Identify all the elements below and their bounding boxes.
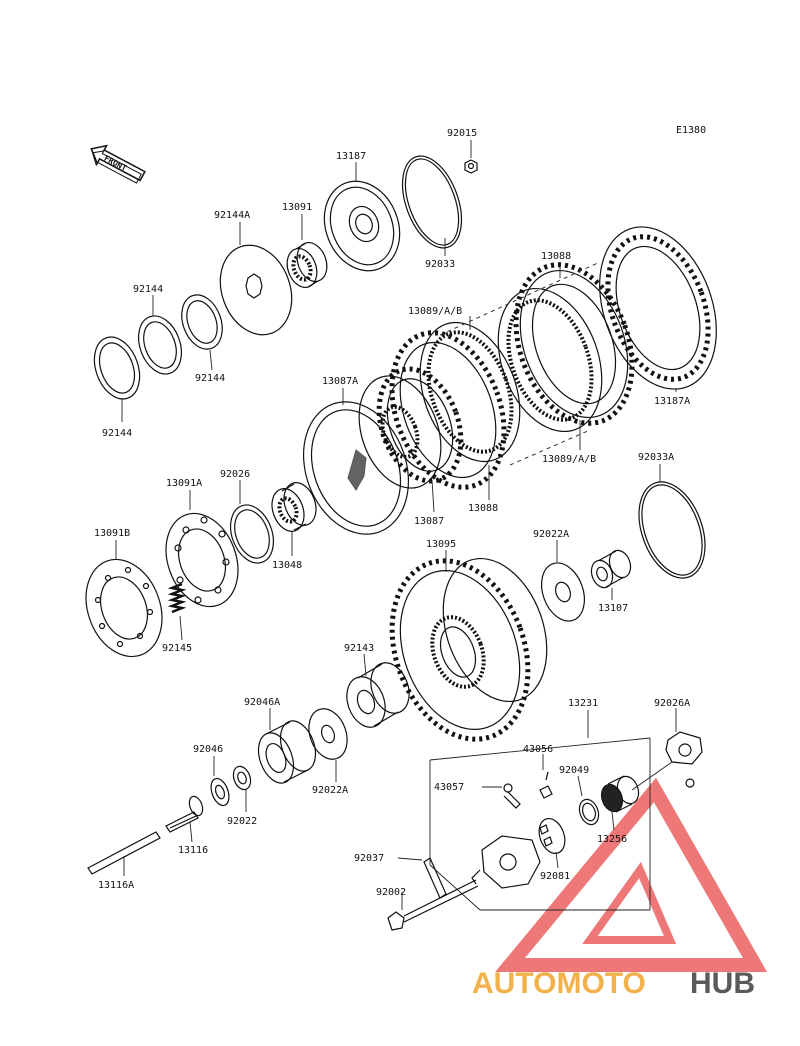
label-92026A: 92026A bbox=[654, 698, 690, 709]
label-13091B: 13091B bbox=[94, 528, 130, 539]
part-13256-piston bbox=[600, 775, 640, 813]
label-13231: 13231 bbox=[568, 698, 598, 709]
label-13256: 13256 bbox=[597, 834, 627, 845]
label-13087: 13087 bbox=[414, 516, 444, 527]
part-13048-sleeve bbox=[271, 482, 317, 532]
part-92144-washer-a bbox=[181, 294, 223, 350]
part-92081-boot bbox=[538, 817, 566, 855]
watermark: AUTOMOTO HUB bbox=[472, 967, 755, 1000]
label-92049: 92049 bbox=[559, 765, 589, 776]
label-13095: 13095 bbox=[426, 539, 456, 550]
label-92144-c: 92144 bbox=[102, 428, 132, 439]
label-13089-top: 13089/A/B bbox=[408, 306, 462, 317]
part-92033A-circlip bbox=[638, 481, 706, 579]
label-13116A: 13116A bbox=[98, 880, 134, 891]
label-13107: 13107 bbox=[598, 603, 628, 614]
part-92049-oil-seal bbox=[578, 798, 600, 826]
label-92144-b: 92144 bbox=[133, 284, 163, 295]
part-92143-collar bbox=[346, 662, 410, 728]
part-13091B-plate bbox=[85, 558, 163, 658]
part-92046-bearing bbox=[210, 777, 230, 807]
part-92144-washer-c bbox=[93, 336, 141, 400]
part-13089-steel-plate bbox=[497, 287, 603, 433]
diagram-code: E1380 bbox=[676, 125, 706, 136]
part-13087A-plate bbox=[302, 401, 410, 535]
label-13048: 13048 bbox=[272, 560, 302, 571]
front-arrow-icon: FRONT bbox=[90, 144, 146, 184]
label-92033A: 92033A bbox=[638, 452, 674, 463]
assembly-13231-box bbox=[429, 710, 651, 911]
label-92015: 92015 bbox=[447, 128, 477, 139]
part-13116A-rod bbox=[87, 831, 161, 875]
part-13088-friction-plate-top bbox=[513, 262, 635, 426]
part-92145-spring bbox=[167, 582, 187, 614]
label-92143: 92143 bbox=[344, 643, 374, 654]
part-13116-pushrod bbox=[165, 795, 204, 833]
part-92022A-washer-bot bbox=[308, 708, 348, 760]
label-13088-bot: 13088 bbox=[468, 503, 498, 514]
label-92026: 92026 bbox=[220, 469, 250, 480]
label-13088-top: 13088 bbox=[541, 251, 571, 262]
part-92033-circlip bbox=[401, 155, 463, 249]
label-13087A: 13087A bbox=[322, 376, 358, 387]
part-92015-nut bbox=[464, 159, 478, 174]
label-92022: 92022 bbox=[227, 816, 257, 827]
watermark-text-1: AUTOMOTO bbox=[472, 967, 646, 1000]
part-13091A-plate bbox=[165, 512, 239, 608]
part-13087-clutch-hub bbox=[358, 366, 464, 489]
part-92037-pin bbox=[423, 857, 447, 899]
watermark-text-2: HUB bbox=[690, 967, 755, 1000]
label-13091: 13091 bbox=[282, 202, 312, 213]
label-92144-a: 92144 bbox=[195, 373, 225, 384]
label-92046: 92046 bbox=[193, 744, 223, 755]
part-92026A-plate bbox=[665, 731, 703, 788]
part-92144A-plate bbox=[219, 244, 293, 336]
part-43057-cap bbox=[503, 783, 521, 809]
label-92033: 92033 bbox=[425, 259, 455, 270]
label-13091A: 13091A bbox=[166, 478, 202, 489]
label-92022A-top: 92022A bbox=[533, 529, 569, 540]
label-13089-bot: 13089/A/B bbox=[542, 454, 596, 465]
part-13091-sleeve bbox=[286, 242, 328, 288]
label-92046A: 92046A bbox=[244, 697, 280, 708]
label-92144A: 92144A bbox=[214, 210, 250, 221]
part-13187-pressure-plate bbox=[323, 180, 401, 272]
label-92081: 92081 bbox=[540, 871, 570, 882]
label-13116: 13116 bbox=[178, 845, 208, 856]
part-13089-steel-plate-b bbox=[419, 321, 521, 463]
part-13095-clutch-housing bbox=[389, 557, 548, 742]
part-92022-washer bbox=[232, 765, 252, 791]
label-92037: 92037 bbox=[354, 853, 384, 864]
part-92022A-washer-top bbox=[540, 562, 586, 622]
part-92002-bolt bbox=[387, 879, 479, 931]
part-92046A-needle-bearing bbox=[257, 720, 317, 784]
part-13107-sleeve bbox=[590, 549, 632, 589]
label-43056: 43056 bbox=[523, 744, 553, 755]
label-92002: 92002 bbox=[376, 887, 406, 898]
part-92144-washer-b bbox=[137, 315, 183, 375]
label-92145: 92145 bbox=[162, 643, 192, 654]
part-13088-friction-plate-bot bbox=[389, 330, 507, 490]
part-92026-washer bbox=[229, 504, 275, 564]
label-13187A: 13187A bbox=[654, 396, 690, 407]
label-43057: 43057 bbox=[434, 782, 464, 793]
label-13187: 13187 bbox=[336, 151, 366, 162]
watermark-logo-icon bbox=[495, 777, 768, 972]
label-92022A-bot: 92022A bbox=[312, 785, 348, 796]
part-release-cylinder-body bbox=[471, 835, 541, 889]
part-43056-bleeder bbox=[539, 771, 553, 799]
